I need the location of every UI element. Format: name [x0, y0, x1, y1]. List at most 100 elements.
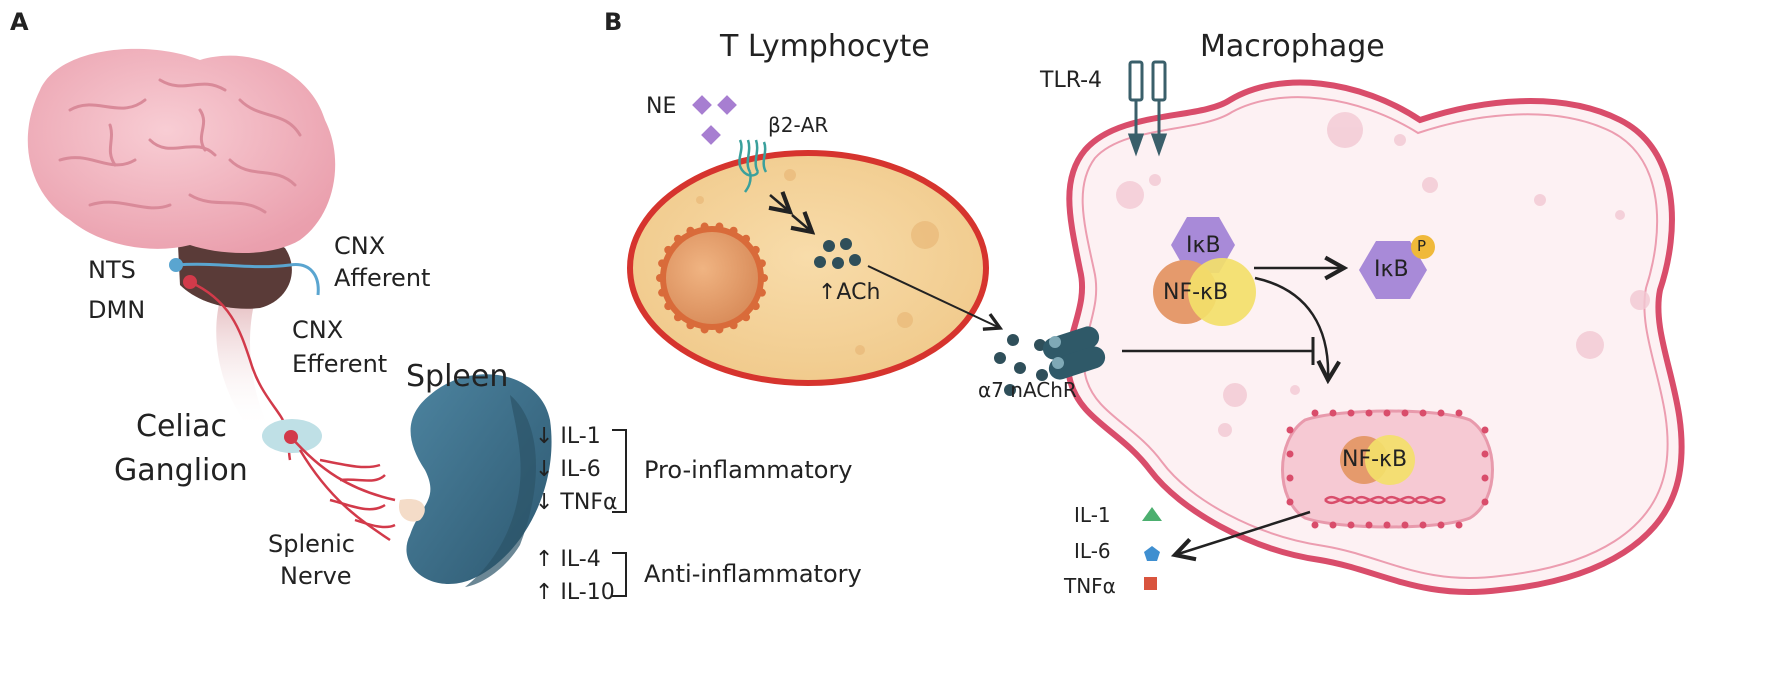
cytokine-brackets	[612, 429, 627, 597]
nucleus-spikes	[1286, 409, 1489, 529]
nucleus-spike	[1401, 521, 1409, 529]
nucleus-bump	[658, 259, 667, 268]
nfkb-label: NF-κB	[1163, 280, 1229, 305]
ach-release-arrow	[867, 265, 1000, 328]
cytokine-output-arrow	[1175, 510, 1311, 555]
splenic-nerve-label-2: Nerve	[280, 562, 352, 590]
splenic-hilum	[399, 499, 425, 522]
macrophage-cell	[1064, 79, 1685, 596]
nucleus-spike	[1437, 521, 1445, 529]
legend-il6-label: IL-6	[1074, 539, 1111, 563]
nucleus-spike	[1286, 450, 1294, 458]
nucleus-bump	[673, 234, 682, 243]
nucleus-bump	[729, 321, 738, 330]
nucleus-spike	[1286, 474, 1294, 482]
il6-pentagon-icon	[1144, 546, 1160, 561]
nucleus-bump	[700, 222, 709, 231]
nucleus-spike	[1286, 426, 1294, 434]
nucleus-bump	[673, 313, 682, 322]
nucleus-bump	[686, 321, 695, 330]
tlr4-label: TLR-4	[1040, 68, 1103, 93]
nucleus-bump	[686, 226, 695, 235]
nucleus-bump	[757, 259, 766, 268]
nucleus-bump	[742, 313, 751, 322]
nfkb-nuclear-yellow	[1365, 435, 1415, 485]
panel-a-letter: A	[10, 8, 29, 36]
cytokine-down-il6: ↓ IL-6	[535, 457, 601, 482]
nucleus-spike	[1286, 498, 1294, 506]
nucleus-bump	[751, 302, 760, 311]
nucleus-spike	[1329, 409, 1337, 417]
anti-inflammatory-label: Anti-inflammatory	[644, 560, 862, 588]
cytokine-up-il10: ↑ IL-10	[535, 580, 615, 605]
nucleus-bump	[664, 245, 673, 254]
nucleus-spike	[1455, 521, 1463, 529]
pro-inflammatory-label: Pro-inflammatory	[644, 456, 853, 484]
splenic-nerve	[290, 436, 396, 542]
splenic-nerve-label-1: Splenic	[268, 530, 355, 558]
nucleus-bump	[715, 222, 724, 231]
cytokine-down-tnfa: ↓ TNFα	[535, 490, 618, 515]
nucleus-spike	[1419, 521, 1427, 529]
nucleus-bump	[656, 274, 664, 282]
ne-label: NE	[646, 94, 677, 119]
nucleus-spike	[1437, 409, 1445, 417]
nucleus-spike	[1383, 521, 1391, 529]
nucleus-spike	[1401, 409, 1409, 417]
nucleus-spike	[1419, 409, 1427, 417]
dmn-node	[183, 275, 197, 289]
macrophage-inner-membrane	[1081, 96, 1669, 580]
nucleus-spike	[1481, 426, 1489, 434]
macrophage-vesicles	[1116, 112, 1650, 437]
phosphate-label: P	[1417, 237, 1427, 255]
spleen-shade	[465, 395, 537, 587]
dmn-label: DMN	[88, 296, 146, 324]
nucleus-bump	[658, 288, 667, 297]
legend-tnfa-label: TNFα	[1064, 574, 1116, 598]
celiac-label-1: Celiac	[136, 409, 227, 444]
nucleus-spike	[1347, 521, 1355, 529]
tnfa-square-icon	[1144, 577, 1157, 590]
nucleus-spike	[1481, 450, 1489, 458]
nucleus-bump	[751, 245, 760, 254]
nucleus-spike	[1311, 409, 1319, 417]
ikb-phospho-label: IκB	[1374, 257, 1409, 282]
nucleus-spike	[1383, 409, 1391, 417]
nucleus-spike	[1455, 409, 1463, 417]
a7-nachr-receptor	[1042, 326, 1106, 380]
cnx-afferent-label-1: CNX	[334, 232, 386, 260]
nucleus-spike	[1347, 409, 1355, 417]
panel-b-letter: B	[604, 8, 623, 36]
nts-node	[169, 258, 183, 272]
nucleus-spike	[1481, 498, 1489, 506]
ne-molecules	[692, 95, 737, 145]
nfkb-nuclear-label: NF-κB	[1342, 447, 1408, 472]
nfkb-yellow	[1188, 258, 1256, 326]
nucleus-spike	[1481, 474, 1489, 482]
beta2-ar-receptor	[738, 139, 768, 193]
macrophage-title: Macrophage	[1200, 29, 1385, 64]
nucleus-spike	[1311, 521, 1319, 529]
celiac-label-2: Ganglion	[114, 453, 248, 488]
ach-label: ↑ACh	[818, 280, 881, 305]
nucleus-spike	[1365, 521, 1373, 529]
nucleus-bump	[700, 325, 709, 334]
nucleus-bump	[757, 288, 766, 297]
nucleus-bump	[664, 302, 673, 311]
nucleus-bumps	[656, 222, 768, 334]
legend-il1-label: IL-1	[1074, 503, 1111, 527]
cnx-afferent-label-2: Afferent	[334, 264, 431, 292]
signal-arrow-1	[770, 195, 790, 212]
nucleus-bump	[715, 325, 724, 334]
il1-triangle-icon	[1142, 507, 1162, 521]
cytokine-up-il4: ↑ IL-4	[535, 547, 601, 572]
cnx-efferent-label-1: CNX	[292, 316, 344, 344]
a7nachr-label: α7 nAChR	[978, 378, 1077, 402]
b2ar-label: β2-AR	[768, 113, 829, 137]
cnx-afferent-nerve	[175, 262, 320, 296]
nts-label: NTS	[88, 256, 136, 284]
phosphate-badge	[1411, 235, 1435, 259]
nucleus-bump	[729, 226, 738, 235]
